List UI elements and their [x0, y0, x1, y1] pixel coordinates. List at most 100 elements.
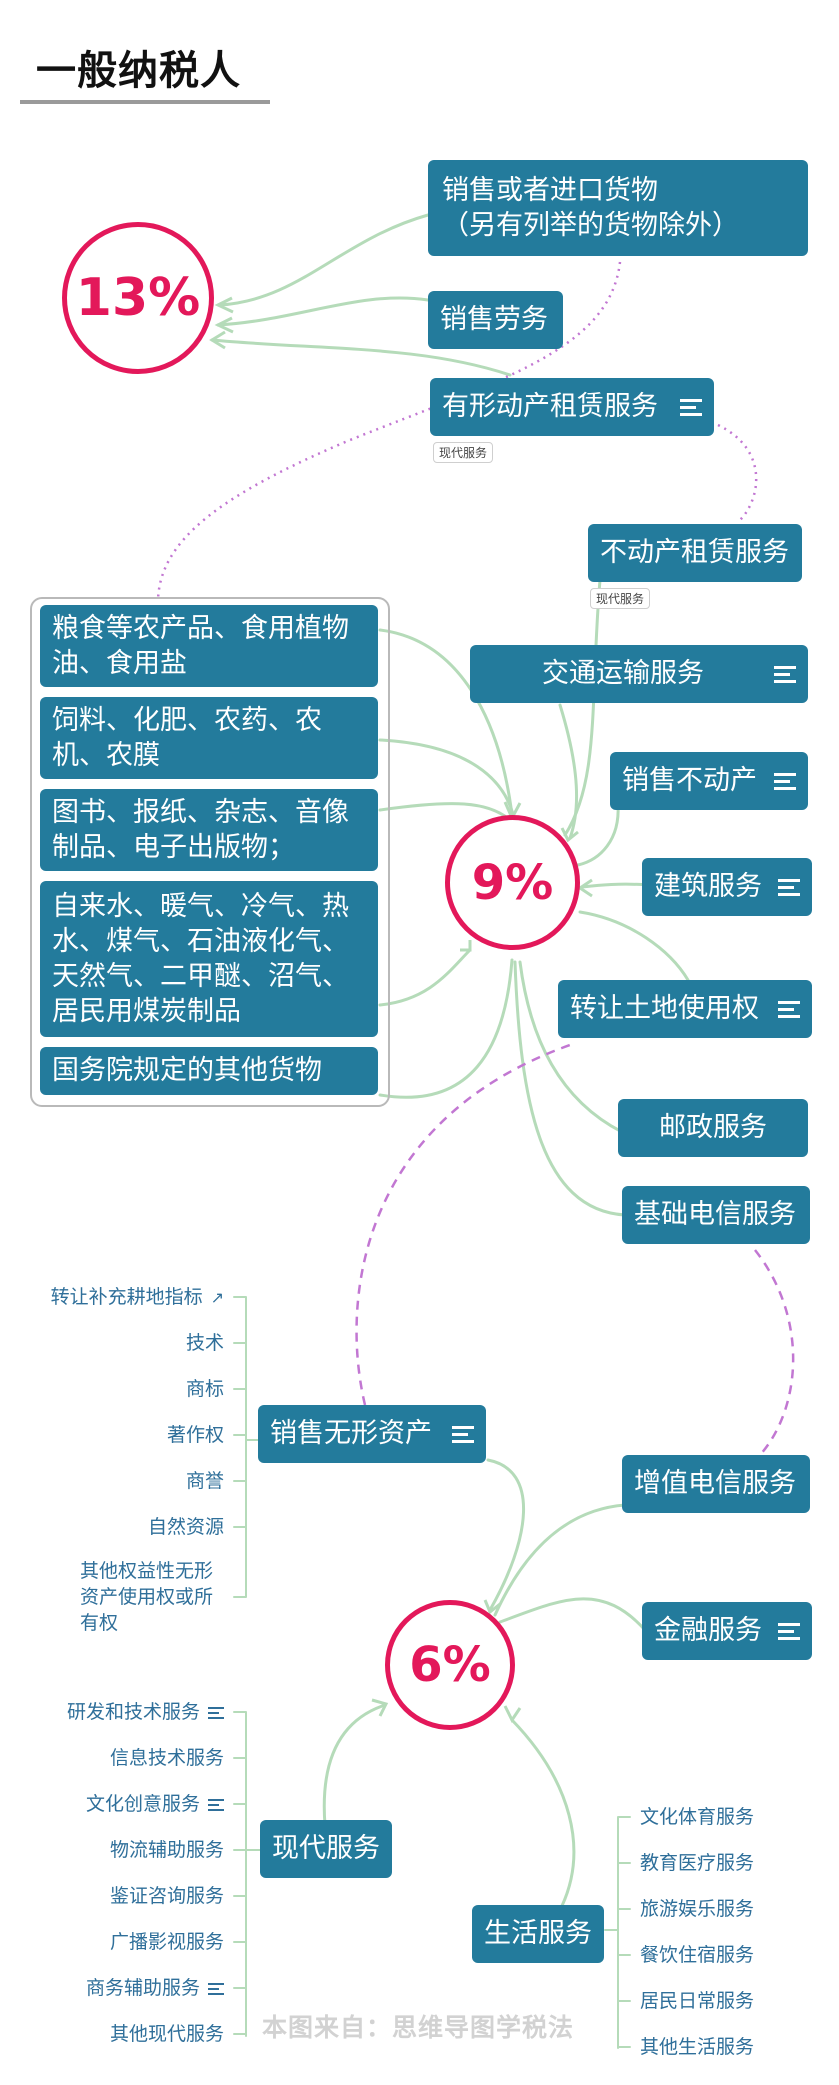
leaf-business-support[interactable]: 商务辅助服务 — [86, 1976, 224, 2000]
leaf-cultural-creative-label: 文化创意服务 — [85, 1793, 200, 1815]
connector-construction-9 — [580, 882, 652, 889]
node-modern-service[interactable]: 现代服务 — [260, 1820, 392, 1878]
dashed-intangible-to-land — [355, 1043, 571, 1406]
node-land-use-right-label: 转让土地使用权 — [570, 993, 759, 1025]
node-other-goods[interactable]: 国务院规定的其他货物 — [40, 1047, 378, 1095]
node-basic-telecom-label: 基础电信服务 — [634, 1199, 796, 1231]
leaf-broadcast: 广播影视服务 — [109, 1931, 224, 1953]
node-books[interactable]: 图书、报纸、杂志、音像制品、电子出版物； — [40, 789, 378, 871]
leaf-cultural-creative[interactable]: 文化创意服务 — [86, 1792, 224, 1816]
notes-icon[interactable] — [208, 1980, 224, 1998]
connector-other-goods-9 — [378, 958, 514, 1099]
leaf-trademark: 商标 — [185, 1378, 224, 1400]
node-real-estate-lease[interactable]: 不动产租赁服务 — [588, 524, 802, 582]
node-transport-label: 交通运输服务 — [542, 658, 704, 690]
leaf-logistics: 物流辅助服务 — [109, 1839, 224, 1861]
notes-icon[interactable] — [452, 1422, 474, 1447]
notes-icon[interactable] — [680, 395, 702, 420]
tag-modern-service: 现代服务 — [433, 442, 494, 463]
connector-intangible-6 — [486, 1458, 526, 1612]
node-tangible-lease-label: 有形动产租赁服务 — [442, 391, 658, 423]
leaf-technology: 技术 — [185, 1332, 224, 1354]
title-underline — [20, 100, 270, 104]
connector-financial-6 — [498, 1597, 647, 1632]
node-postal[interactable]: 邮政服务 — [618, 1099, 808, 1157]
node-life-service-label: 生活服务 — [484, 1918, 592, 1950]
notes-icon[interactable] — [778, 997, 800, 1022]
leaf-other-modern: 其他现代服务 — [109, 2023, 224, 2045]
connector-feed-9 — [378, 738, 516, 820]
node-vat-telecom[interactable]: 增值电信服务 — [622, 1455, 810, 1513]
node-sell-labor-label: 销售劳务 — [440, 304, 548, 336]
connector-lease-13 — [210, 338, 512, 377]
arrowhead-6a — [483, 1599, 501, 1615]
notes-icon[interactable] — [208, 1704, 224, 1722]
node-land-use-right[interactable]: 转让土地使用权 — [558, 980, 812, 1038]
node-construction-label: 建筑服务 — [654, 871, 762, 903]
notes-icon[interactable] — [778, 1619, 800, 1644]
node-sell-intangible[interactable]: 销售无形资产 — [258, 1405, 486, 1463]
notes-icon[interactable] — [774, 662, 796, 687]
connector-postal-9 — [518, 960, 624, 1134]
bracket-intangible — [233, 1296, 259, 1598]
page-title: 一般纳税人 — [36, 48, 241, 94]
leaf-it-service: 信息技术服务 — [109, 1747, 224, 1769]
rate-9-circle: 9% — [445, 815, 580, 950]
goods-group-frame — [30, 597, 390, 1107]
node-grain-label: 粮食等农产品、食用植物油、食用盐 — [52, 612, 349, 679]
node-sell-import-goods[interactable]: 销售或者进口货物 （另有列举的货物除外） — [428, 160, 808, 256]
node-sell-real-estate[interactable]: 销售不动产 — [610, 752, 808, 810]
node-feed[interactable]: 饲料、化肥、农药、农机、农膜 — [40, 697, 378, 779]
notes-icon[interactable] — [778, 875, 800, 900]
arrowhead-9d — [460, 940, 472, 952]
watermark: 本图来自：思维导图学税法 — [262, 2013, 575, 2042]
connector-water-9 — [378, 948, 472, 1007]
external-link-icon[interactable]: ↗ — [210, 1288, 224, 1307]
connector-sell-real-estate-9 — [576, 803, 620, 867]
connector-transport-9 — [558, 703, 579, 840]
node-tangible-lease[interactable]: 有形动产租赁服务 — [430, 378, 714, 436]
connector-goods-13 — [218, 213, 430, 307]
notes-icon[interactable] — [774, 769, 796, 794]
arrowhead-6b — [371, 1698, 389, 1717]
arrowhead-9b — [560, 827, 579, 843]
node-life-service[interactable]: 生活服务 — [472, 1905, 604, 1963]
leaf-business-support-label: 商务辅助服务 — [85, 1977, 200, 1999]
leaf-supplement-farmland-label: 转让补充耕地指标 — [50, 1286, 203, 1308]
dashed-telecom-to-vat — [754, 1249, 795, 1456]
leaf-copyright: 著作权 — [166, 1424, 224, 1446]
node-transport[interactable]: 交通运输服务 — [470, 645, 808, 703]
node-water-gas-label: 自来水、暖气、冷气、热水、煤气、石油液化气、天然气、二甲醚、沼气、居民用煤炭制品 — [52, 890, 349, 1028]
node-vat-telecom-label: 增值电信服务 — [634, 1468, 796, 1500]
connector-telecom-9 — [513, 960, 627, 1217]
bracket-modern — [233, 1711, 261, 2037]
node-sell-labor[interactable]: 销售劳务 — [428, 291, 563, 349]
tag-modern-service: 现代服务 — [590, 588, 651, 609]
connector-vat-telecom-6 — [493, 1503, 627, 1617]
leaf-rd-tech[interactable]: 研发和技术服务 — [67, 1700, 224, 1724]
leaf-other-life: 其他生活服务 — [640, 2036, 755, 2058]
node-grain[interactable]: 粮食等农产品、食用植物油、食用盐 — [40, 605, 378, 687]
node-financial[interactable]: 金融服务 — [642, 1602, 812, 1660]
dotted-lease-to-real-estate — [717, 423, 758, 521]
rate-13-label: 13% — [75, 268, 201, 328]
bracket-life — [604, 1816, 631, 2049]
leaf-tourism-entertainment: 旅游娱乐服务 — [640, 1898, 755, 1920]
node-feed-label: 饲料、化肥、农药、农机、农膜 — [52, 704, 322, 771]
arrowhead-13c — [209, 330, 226, 350]
node-sell-real-estate-label: 销售不动产 — [622, 765, 757, 797]
node-postal-label: 邮政服务 — [659, 1112, 767, 1144]
leaf-supplement-farmland[interactable]: 转让补充耕地指标 ↗ — [51, 1285, 224, 1310]
arrowhead-13a — [214, 296, 234, 314]
leaf-goodwill: 商誉 — [185, 1470, 224, 1492]
rate-9-label: 9% — [471, 854, 554, 911]
notes-icon[interactable] — [208, 1796, 224, 1814]
node-books-label: 图书、报纸、杂志、音像制品、电子出版物； — [52, 796, 349, 863]
node-basic-telecom[interactable]: 基础电信服务 — [622, 1186, 810, 1244]
leaf-daily-services: 居民日常服务 — [640, 1990, 755, 2012]
node-water-gas[interactable]: 自来水、暖气、冷气、热水、煤气、石油液化气、天然气、二甲醚、沼气、居民用煤炭制品 — [40, 881, 378, 1037]
node-construction[interactable]: 建筑服务 — [642, 858, 812, 916]
node-sell-import-goods-line1: 销售或者进口货物 — [442, 174, 658, 206]
node-financial-label: 金融服务 — [654, 1615, 762, 1647]
